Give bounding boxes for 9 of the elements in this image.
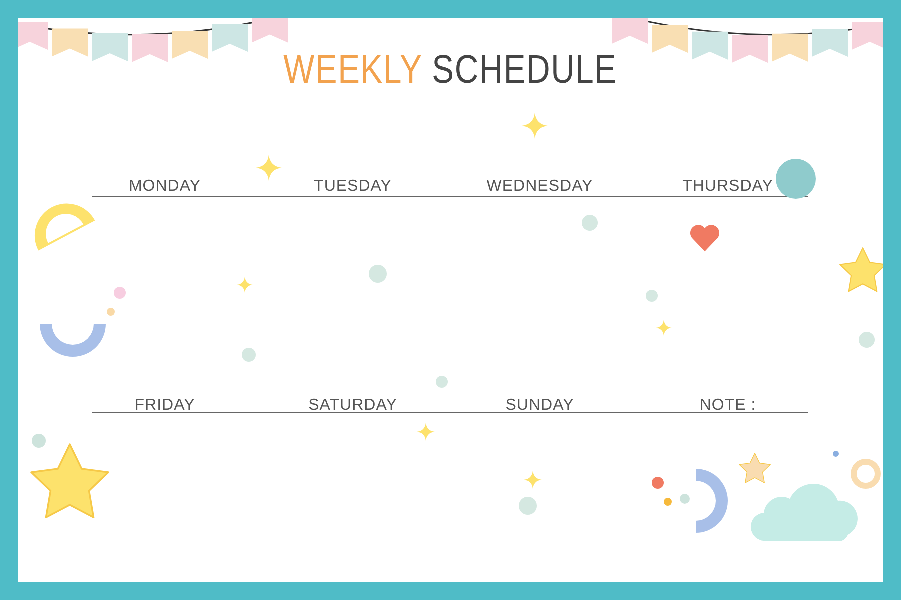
- day-heading: NOTE :: [700, 397, 756, 415]
- day-heading: WEDNESDAY: [486, 178, 594, 196]
- day-heading: MONDAY: [128, 178, 202, 196]
- day-heading: THURSDAY: [682, 178, 774, 196]
- day-heading: SATURDAY: [308, 397, 398, 415]
- day-heading: TUESDAY: [314, 178, 392, 196]
- title: WEEKLY SCHEDULE: [282, 48, 618, 93]
- day-heading: SUNDAY: [506, 397, 574, 415]
- day-heading: FRIDAY: [134, 397, 196, 415]
